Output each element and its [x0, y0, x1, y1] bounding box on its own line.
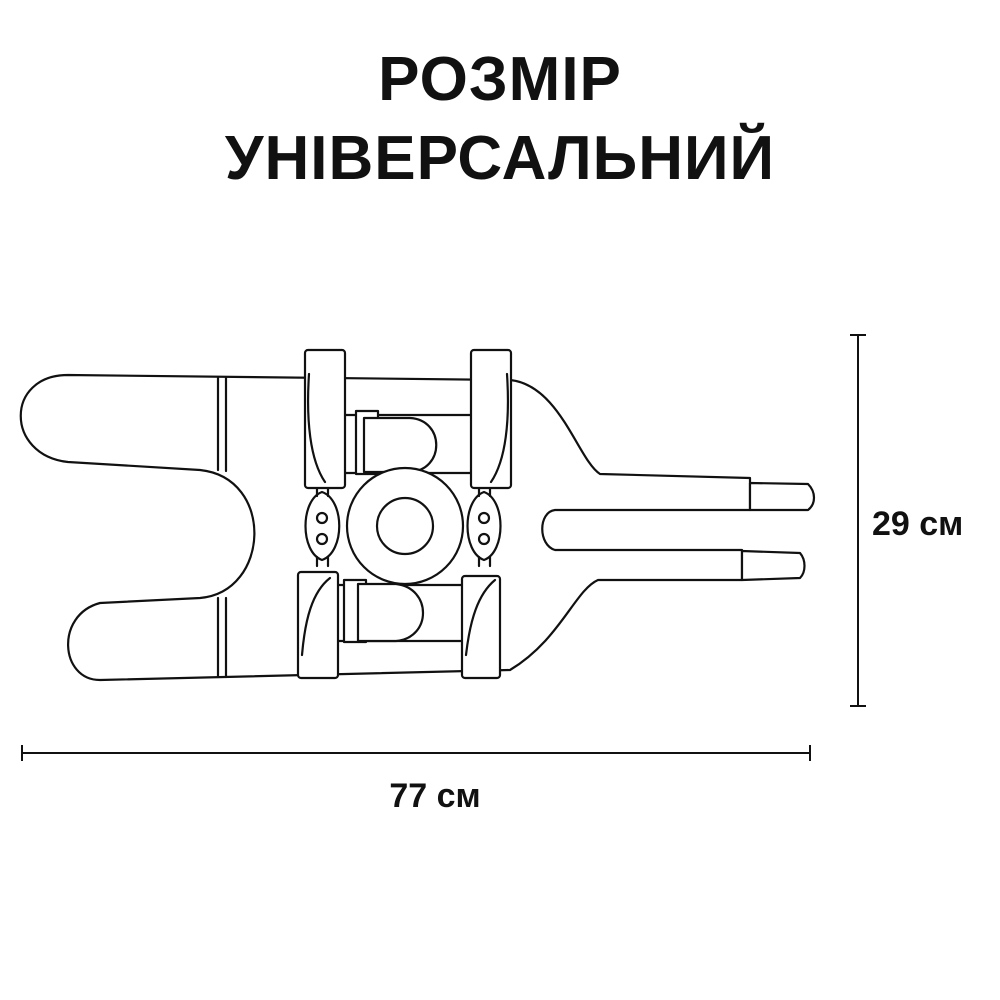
upper-buckle — [354, 409, 438, 476]
upper-seam — [216, 376, 228, 473]
upper-strap-end — [748, 481, 816, 512]
lower-seam — [216, 596, 228, 679]
left-hinge — [304, 486, 341, 568]
left-lower-splint — [296, 570, 340, 680]
right-hinge — [466, 486, 502, 568]
patella-ring — [345, 466, 465, 586]
right-lower-splint — [460, 574, 502, 680]
size-title: РОЗМІР — [378, 45, 622, 114]
right-upper-splint — [469, 348, 513, 490]
height-dimension-line — [850, 334, 866, 707]
lower-strap-end — [740, 549, 806, 582]
size-value-title: УНІВЕРСАЛЬНИЙ — [224, 124, 776, 193]
height-dimension-label: 29 см — [872, 505, 964, 543]
width-dimension-line — [21, 745, 811, 761]
left-upper-splint — [303, 348, 347, 490]
width-dimension-label: 77 см — [389, 777, 481, 815]
lower-buckle — [342, 578, 425, 644]
